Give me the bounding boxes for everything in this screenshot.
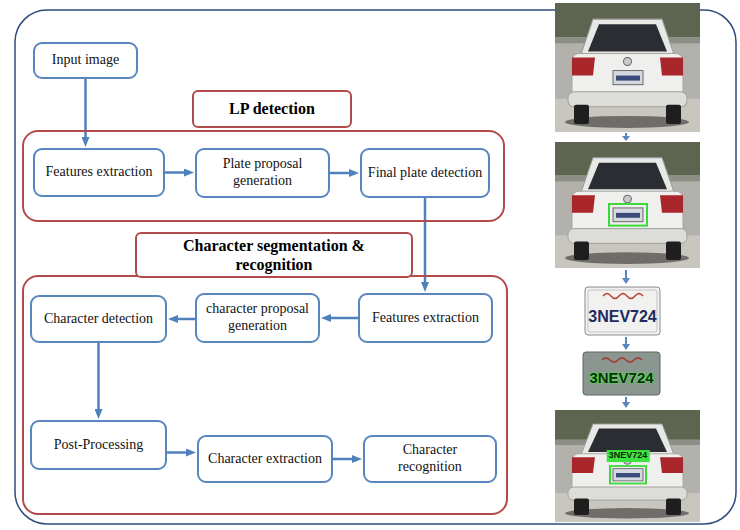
car-photo: [555, 142, 700, 268]
plate-rim: [588, 290, 657, 332]
state-script: [602, 358, 642, 362]
segmented-plate: [583, 352, 660, 395]
process-box: Features extraction: [33, 148, 165, 197]
flow-arrow: [173, 318, 195, 321]
flow-arrow: [97, 343, 100, 414]
process-box: Features extraction: [358, 293, 493, 343]
group-title: LP detection: [229, 99, 315, 118]
plate-detection-box: [609, 204, 647, 226]
stage-group: LP detectionFeatures extractionPlate pro…: [22, 130, 505, 222]
process-box: Character detection: [30, 295, 167, 343]
flow-arrow: [165, 171, 189, 174]
stage-group: Character segmentation & recognitionChar…: [22, 275, 508, 515]
process-box: Character recognition: [363, 435, 497, 483]
group-heading: Character segmentation & recognition: [135, 232, 413, 278]
plate-detection-box: [610, 466, 646, 484]
box-label: Final plate detection: [368, 165, 482, 182]
step-arrow: [625, 133, 627, 136]
box-label: Character extraction: [208, 451, 322, 468]
detected-car-photo: [555, 142, 700, 268]
step-arrow: [625, 337, 627, 344]
step-arrow: [625, 270, 627, 278]
box-label: Features extraction: [46, 164, 153, 181]
recognized-plate-tag: 3NEV724: [607, 450, 650, 462]
step-arrow: [625, 397, 627, 402]
plate-background: [583, 352, 660, 395]
step-arrow-head: [622, 402, 630, 408]
box-label: Plate proposal generation: [202, 156, 323, 190]
process-box: Input image: [33, 42, 138, 79]
flow-arrow: [424, 198, 427, 287]
step-arrows: [622, 133, 630, 408]
recognized-car-photo: [555, 410, 700, 522]
box-label: character proposal generation: [202, 301, 313, 335]
flow-arrow: [330, 172, 354, 175]
box-label: Features extraction: [372, 310, 479, 327]
step-arrow-head: [622, 344, 630, 350]
box-label: Input image: [52, 52, 119, 69]
step-arrow-head: [622, 136, 630, 141]
box-label: Post-Processing: [54, 437, 143, 454]
process-box: Post-Processing: [30, 420, 167, 470]
box-label: Character recognition: [370, 442, 490, 476]
flow-arrow: [84, 79, 87, 142]
segmented-plate-text: 3NEV724: [589, 369, 653, 386]
step-arrow-head: [622, 278, 630, 284]
state-script: [603, 294, 643, 299]
group-title: Character segmentation & recognition: [155, 236, 393, 274]
car-photo: [555, 3, 700, 132]
plate-crop: [585, 287, 660, 335]
process-box: Final plate detection: [360, 148, 490, 198]
process-box: Character extraction: [197, 435, 333, 483]
process-box: Plate proposal generation: [195, 148, 330, 198]
flow-arrow: [326, 317, 358, 320]
plate-background: [585, 287, 660, 335]
process-box: character proposal generation: [195, 293, 320, 343]
flow-arrow: [333, 458, 357, 461]
plate-text: 3NEV724: [588, 308, 657, 326]
box-label: Character detection: [44, 311, 153, 328]
car-photo: [555, 410, 700, 522]
group-heading: LP detection: [192, 90, 352, 128]
flow-arrow: [167, 451, 191, 454]
